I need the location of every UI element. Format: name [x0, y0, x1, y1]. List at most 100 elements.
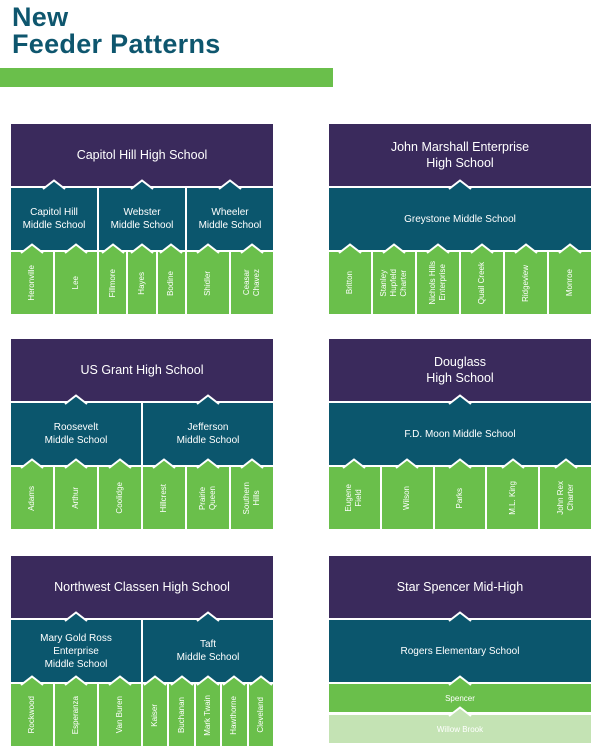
feeder-arrow-icon [426, 243, 450, 254]
elementary-school-box: Esperanza [55, 675, 97, 746]
elementary-school-box: Hawthorne [222, 675, 247, 746]
feeder-arrow-icon [501, 458, 525, 469]
feeder-arrow-icon [218, 179, 242, 190]
elementary-school-box: Hillcrest [143, 458, 185, 529]
elementary-school-box-label: Nichols Hills Enterprise [428, 261, 447, 305]
feeder-arrow-icon [64, 611, 88, 622]
feeder-arrow-icon [20, 458, 44, 469]
elementary-school-box: Ridgeview [505, 243, 547, 314]
elementary-school-box-label: Stanley Hupfeld Charter [379, 269, 408, 297]
feeder-arrow-icon [196, 243, 220, 254]
elementary-school-box: Stanley Hupfeld Charter [373, 243, 415, 314]
feeder-arrow-icon [64, 675, 88, 686]
elementary-tier-box-label: Willow Brook [436, 724, 484, 734]
middle-school-box: Jefferson Middle School [143, 394, 273, 465]
middle-school-box: Roosevelt Middle School [11, 394, 141, 465]
middle-school-box-label: Greystone Middle School [404, 213, 516, 225]
elementary-school-box: Britton [329, 243, 371, 314]
feeder-arrow-icon [64, 243, 88, 254]
elementary-school-box: Eugene Field [329, 458, 380, 529]
high-school-box-label: Northwest Classen High School [54, 580, 230, 594]
feeder-arrow-icon [222, 675, 246, 686]
high-school-box-label: John Marshall Enterprise High School [390, 140, 530, 170]
feeder-arrow-icon [196, 611, 220, 622]
elementary-school-box-label: Hillcrest [159, 483, 168, 513]
middle-school-box-label: Rogers Elementary School [400, 645, 520, 657]
elementary-school-box-label: John Rex Charter [555, 481, 575, 515]
elementary-school-box: Arthur [55, 458, 97, 529]
feeder-arrow-icon [159, 243, 183, 254]
elementary-school-box: Mark Twain [195, 675, 221, 746]
elementary-school-box-label: M.L. King [507, 481, 517, 515]
elementary-school-box-label: Prairie Queen [198, 485, 217, 511]
feeder-arrow-icon [196, 458, 220, 469]
elementary-tier-box-label: Spencer [445, 693, 475, 703]
elementary-school-box-label: Monroe [565, 269, 574, 297]
elementary-school-box-label: Kaiser [150, 703, 160, 727]
elementary-school-box: M.L. King [487, 458, 539, 529]
elementary-school-box: Fillmore [99, 243, 127, 314]
elementary-school-box-label: Ridgeview [521, 264, 530, 302]
middle-school-box: Taft Middle School [143, 611, 273, 682]
elementary-school-box-label: Buchanan [176, 696, 186, 734]
feeder-arrow-icon [240, 243, 264, 254]
high-school-box-label: Douglass High School [426, 355, 494, 385]
elementary-school-box: John Rex Charter [540, 458, 591, 529]
feeder-arrow-icon [558, 243, 582, 254]
feeder-arrow-icon [448, 179, 472, 190]
feeder-arrow-icon [448, 675, 472, 686]
feeder-arrow-icon [64, 458, 88, 469]
elementary-school-box: Parks [434, 458, 486, 529]
elementary-school-box-label: Rockwood [27, 696, 36, 734]
elementary-school-box: Adams [11, 458, 53, 529]
feeder-arrow-icon [470, 243, 494, 254]
elementary-school-box-label: Eugene Field [344, 484, 364, 512]
elementary-school-box-label: Coolidge [115, 482, 124, 514]
feeder-arrow-icon [395, 458, 419, 469]
elementary-school-box-label: Ceasar Chavez [242, 269, 261, 297]
elementary-school-box-label: Shidler [203, 270, 212, 296]
high-school-box: US Grant High School [11, 339, 273, 401]
feeder-arrow-icon [42, 179, 66, 190]
feeder-arrow-icon [108, 458, 132, 469]
elementary-school-box-label: Hawthorne [229, 695, 239, 735]
elementary-school-box-label: Hayes [136, 271, 146, 295]
elementary-school-box: Shidler [187, 243, 229, 314]
elementary-school-box-label: Mark Twain [202, 694, 212, 736]
middle-school-box: Greystone Middle School [329, 179, 591, 250]
elementary-school-box: Lee [55, 243, 97, 314]
elementary-school-box: Bodine [157, 243, 185, 314]
feeder-arrow-icon [64, 394, 88, 405]
middle-school-box: Wheeler Middle School [187, 179, 273, 250]
elementary-school-box: Ceasar Chavez [231, 243, 273, 314]
elementary-school-box: Van Buren [99, 675, 141, 746]
middle-school-box-label: Webster Middle School [110, 207, 174, 231]
feeder-arrow-icon [130, 179, 154, 190]
feeder-arrow-icon [196, 394, 220, 405]
high-school-box-label: US Grant High School [80, 363, 204, 377]
elementary-school-box-label: Van Buren [115, 696, 124, 734]
feeder-arrow-icon [338, 243, 362, 254]
middle-school-box-label: Roosevelt Middle School [44, 422, 108, 446]
feeder-arrow-icon [108, 675, 132, 686]
middle-school-box: Mary Gold Ross Enterprise Middle School [11, 611, 141, 682]
middle-school-box-label: Wheeler Middle School [198, 207, 262, 231]
feeder-arrow-icon [249, 675, 273, 686]
accent-bar [0, 68, 333, 87]
elementary-school-box: Nichols Hills Enterprise [417, 243, 459, 314]
page-title: New Feeder Patterns [12, 2, 221, 59]
elementary-school-box-label: Britton [345, 271, 354, 295]
elementary-school-box: Southern Hills [231, 458, 273, 529]
elementary-school-box-label: Heronville [27, 265, 36, 301]
middle-school-box-label: F.D. Moon Middle School [404, 428, 516, 440]
elementary-tier-box: Willow Brook [329, 706, 591, 743]
high-school-box: Star Spencer Mid-High [329, 556, 591, 618]
elementary-school-box: Heronville [11, 243, 53, 314]
elementary-school-box: Hayes [128, 243, 156, 314]
elementary-school-box: Rockwood [11, 675, 53, 746]
middle-school-box-label: Capitol Hill Middle School [22, 207, 86, 231]
feeder-arrow-icon [448, 394, 472, 405]
elementary-school-box-label: Esperanza [71, 695, 80, 735]
feeder-arrow-icon [143, 675, 167, 686]
feeder-arrow-icon [169, 675, 194, 686]
